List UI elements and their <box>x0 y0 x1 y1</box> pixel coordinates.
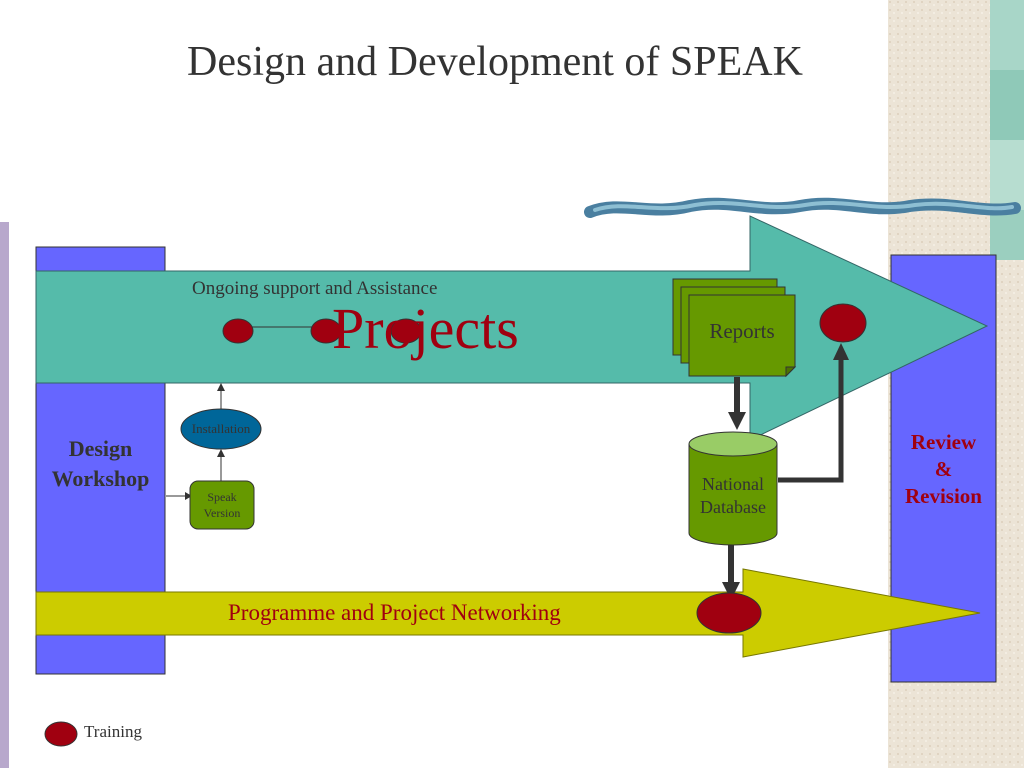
networking-label: Programme and Project Networking <box>228 600 561 625</box>
training-dot-networking <box>696 592 762 634</box>
db-review-connector <box>778 358 844 483</box>
national-database-top <box>688 431 778 457</box>
legend-training-dot <box>44 721 78 747</box>
stripe-1 <box>990 0 1024 70</box>
db-review-arrowhead <box>833 343 849 360</box>
stripe-3 <box>990 140 1024 210</box>
review-revision-line-3: Revision <box>904 484 982 508</box>
training-dot-3 <box>390 318 422 344</box>
version-up-arrowhead <box>217 449 225 457</box>
networking-arrow <box>35 568 981 658</box>
workshop-right-arrowhead <box>185 492 192 500</box>
speak-version-label: Speak Version <box>190 489 254 521</box>
legend-training-label: Training <box>84 722 142 741</box>
speak-version-line-1: Speak <box>207 490 237 504</box>
review-revision-line-1: Review <box>910 430 977 454</box>
projects-label: Projects <box>332 296 519 361</box>
national-database-cylinder <box>688 444 778 546</box>
national-database-label: National Database <box>684 473 782 519</box>
projects-arrow <box>35 215 989 441</box>
training-dot-review <box>819 303 867 343</box>
national-database-line-1: National <box>702 474 764 494</box>
db-networking-arrowhead <box>722 582 740 600</box>
design-workshop-line-1: Design <box>68 436 133 461</box>
training-dot-2 <box>310 318 342 344</box>
brush-line-highlight <box>593 201 1014 212</box>
training-dot-1 <box>222 318 254 344</box>
installation-up-arrowhead <box>217 383 225 391</box>
review-revision-line-2: & <box>934 457 953 481</box>
review-revision-label: Review & Revision <box>891 429 996 510</box>
stripe-2 <box>990 70 1024 140</box>
reports-label: Reports <box>709 319 775 343</box>
installation-ellipse <box>180 408 262 450</box>
left-stripe <box>0 222 9 768</box>
ongoing-support-label: Ongoing support and Assistance <box>192 278 438 299</box>
slide-title: Design and Development of SPEAK <box>187 39 803 85</box>
speak-version-line-2: Version <box>203 506 241 520</box>
design-workshop-line-2: Workshop <box>51 466 150 491</box>
installation-label: Installation <box>191 421 251 436</box>
national-database-line-2: Database <box>700 497 766 517</box>
reports-doc-fold <box>785 366 797 378</box>
speak-version-box <box>189 480 255 530</box>
stripe-4 <box>990 210 1024 260</box>
reports-db-arrowhead <box>728 412 746 430</box>
design-workshop-label: Design Workshop <box>36 434 165 494</box>
